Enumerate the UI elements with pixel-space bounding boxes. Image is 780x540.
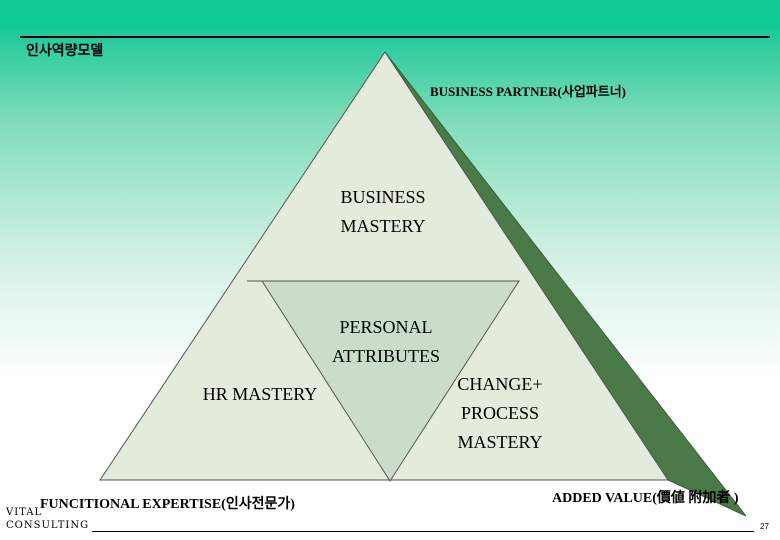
logo-line-2: CONSULTING	[6, 520, 90, 531]
footer-rule	[92, 531, 754, 532]
apex-label: BUSINESS PARTNER(사업파트너)	[430, 84, 626, 99]
header-rule	[20, 36, 770, 38]
header-bar	[0, 0, 780, 30]
personal-attributes-label: PERSONAL ATTRIBUTES	[332, 317, 440, 366]
functional-expertise-label: FUNCITIONAL EXPERTISE(인사전문가)	[40, 497, 295, 512]
pyramid-front-face	[99, 51, 669, 481]
company-logo: VITAL CONSULTING	[6, 506, 89, 532]
change-process-mastery-label: CHANGE+ PROCESS MASTERY	[457, 374, 543, 452]
page-title: 인사역량모델	[26, 43, 104, 59]
hr-mastery-label: HR MASTERY	[202, 384, 318, 404]
logo-line-1: VITAL	[6, 507, 43, 518]
added-value-label: ADDED VALUE(價値 附加者 )	[552, 491, 739, 506]
business-mastery-label: BUSINESS MASTERY	[340, 187, 426, 236]
page-number: 27	[760, 522, 769, 531]
